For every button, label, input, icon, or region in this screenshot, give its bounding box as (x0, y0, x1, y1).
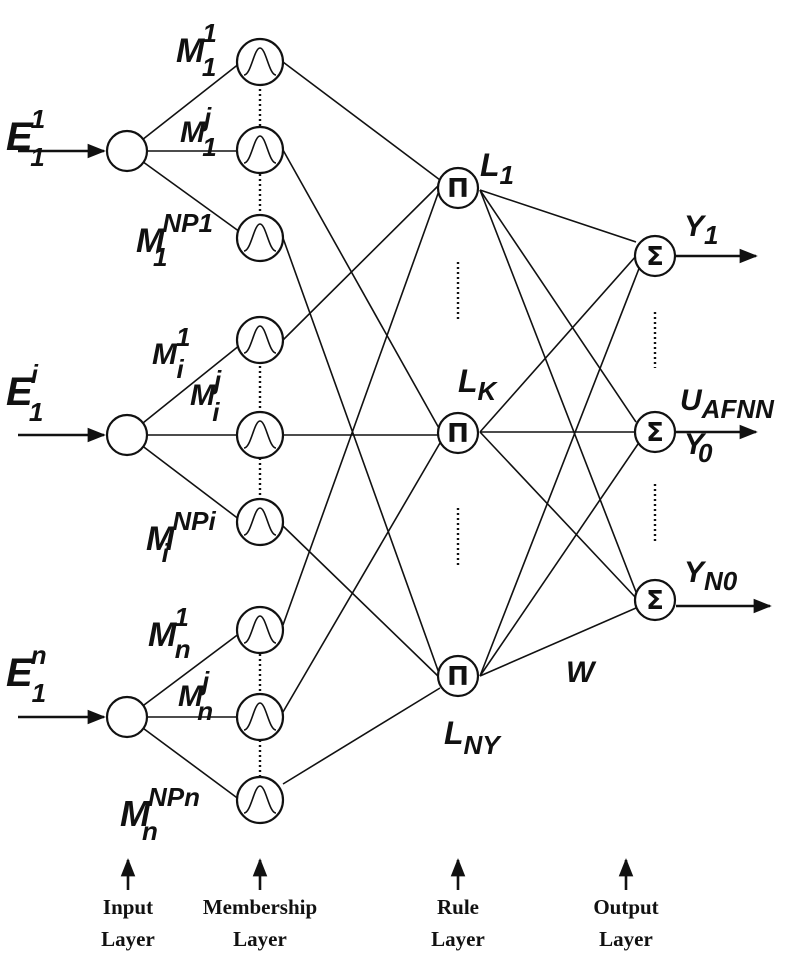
edge-in3-m7 (127, 632, 241, 718)
edge-m7-l1 (282, 187, 441, 626)
connections (127, 61, 641, 801)
gaussian-icon (243, 47, 277, 76)
edge-l1-y0 (479, 189, 637, 423)
output-labels: Y1 UAFNN Y0 YN0 W (566, 210, 775, 689)
gaussian-icon (243, 223, 277, 252)
edge-in3-m9 (127, 716, 241, 801)
membership-layer (235, 37, 285, 825)
gaussian-icon (243, 785, 277, 814)
gaussian-icon (243, 325, 277, 354)
edge-in1-m1 (127, 62, 241, 152)
caption-membership-line2: Layer (233, 927, 287, 951)
edge-lny-y0 (479, 443, 639, 677)
caption-rule-line1: Rule (437, 895, 479, 919)
membership-node-1 (235, 37, 285, 87)
product-symbol: Π (447, 419, 469, 449)
product-symbol: Π (447, 662, 469, 692)
membership-node-4 (235, 315, 285, 365)
gaussian-icon (243, 702, 277, 731)
weight-label: W (566, 656, 597, 689)
edge-m3-lny (282, 237, 441, 677)
output-node-1: Σ (633, 234, 677, 278)
edge-lny-y1 (479, 265, 641, 677)
output-label-3: YN0 (684, 556, 738, 596)
input-layer (18, 129, 149, 739)
sum-symbol: Σ (646, 418, 664, 448)
edge-m6-lny (282, 525, 441, 679)
gaussian-icon (243, 135, 277, 164)
ellipsis-dots (258, 84, 657, 778)
gaussian-icon (243, 420, 277, 449)
edge-lk-yn (479, 431, 637, 599)
rule-node-2: Π (436, 411, 480, 455)
edge-m4-l1 (282, 183, 441, 341)
membership-node-5 (235, 410, 285, 460)
rule-node-1: Π (436, 166, 480, 210)
membership-node-7 (235, 605, 285, 655)
layer-captions: Input Layer Membership Layer Rule Layer … (101, 858, 659, 951)
sum-symbol: Σ (646, 586, 664, 616)
caption-output-line2: Layer (599, 927, 653, 951)
edge-m9-lny (282, 687, 441, 785)
membership-node-8 (235, 692, 285, 742)
output-node-2: Σ (633, 410, 677, 454)
rule-label-1: L1 (480, 147, 514, 190)
edge-lk-y1 (479, 255, 637, 433)
input-node-1 (105, 129, 149, 173)
output-signal-label: UAFNN (680, 384, 775, 424)
product-symbol: Π (447, 174, 469, 204)
input-node-3 (105, 695, 149, 739)
edge-m2-lk (282, 149, 441, 431)
membership-node-6 (235, 497, 285, 547)
rule-label-3: LNY (444, 715, 502, 760)
rule-label-2: LK (458, 363, 499, 406)
gaussian-icon (243, 507, 277, 536)
sum-symbol: Σ (646, 242, 664, 272)
rule-node-3: Π (436, 654, 480, 698)
edge-in1-m3 (127, 150, 241, 233)
caption-rule-line2: Layer (431, 927, 485, 951)
edge-in2-m4 (127, 344, 241, 436)
membership-node-2 (235, 125, 285, 175)
gaussian-icon (243, 615, 277, 644)
caption-input-line1: Input (103, 895, 153, 919)
rule-labels: L1 LK LNY (444, 147, 514, 760)
output-layer: Σ Σ Σ (633, 234, 772, 622)
input-node-2 (105, 413, 149, 457)
edge-m1-l1 (282, 61, 441, 181)
edge-in2-m6 (127, 434, 241, 521)
rule-layer: Π Π Π (436, 166, 480, 698)
caption-output-line1: Output (593, 895, 658, 919)
output-label-1: Y1 (684, 210, 718, 250)
caption-input-line2: Layer (101, 927, 155, 951)
caption-membership-line1: Membership (203, 895, 317, 919)
membership-node-3 (235, 213, 285, 263)
edge-l1-y1 (479, 189, 637, 243)
edge-l1-yn (479, 189, 637, 593)
output-node-3: Σ (633, 578, 677, 622)
edge-lny-yn (479, 607, 637, 677)
membership-node-9 (235, 775, 285, 825)
edge-m8-lk (282, 442, 441, 713)
output-label-2: Y0 (684, 428, 713, 468)
